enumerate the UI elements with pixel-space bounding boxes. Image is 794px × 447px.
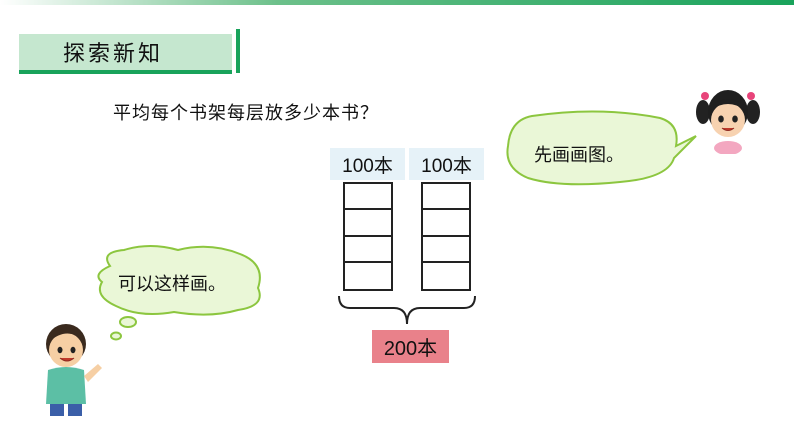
section-title-text: 探索新知 bbox=[63, 42, 164, 67]
bookshelf-right bbox=[421, 182, 471, 291]
shelf-row bbox=[345, 184, 391, 211]
shelf-row bbox=[345, 263, 391, 289]
shelf-row bbox=[423, 263, 469, 289]
shelf-row bbox=[345, 210, 391, 237]
section-title: 探索新知 bbox=[19, 34, 232, 74]
girl-avatar bbox=[696, 90, 760, 154]
boy-avatar bbox=[46, 324, 102, 416]
shelf-row bbox=[423, 210, 469, 237]
shelf-row bbox=[423, 237, 469, 263]
girl-speech-text: 先画画图。 bbox=[534, 145, 624, 166]
bookshelf-left bbox=[343, 182, 393, 291]
boy-speech-text: 可以这样画。 bbox=[118, 274, 226, 295]
top-gradient-bar bbox=[0, 0, 794, 5]
total-brace bbox=[338, 295, 476, 325]
section-title-accent bbox=[236, 29, 240, 73]
shelf-label-right: 100本 bbox=[409, 148, 484, 180]
total-label: 200本 bbox=[372, 330, 449, 363]
shelf-row bbox=[345, 237, 391, 263]
girl-speech-bubble bbox=[506, 110, 697, 186]
shelf-row bbox=[423, 184, 469, 211]
shelf-label-left: 100本 bbox=[330, 148, 405, 180]
boy-speech-bubble bbox=[97, 245, 261, 341]
question-text: 平均每个书架每层放多少本书？ bbox=[113, 103, 379, 124]
